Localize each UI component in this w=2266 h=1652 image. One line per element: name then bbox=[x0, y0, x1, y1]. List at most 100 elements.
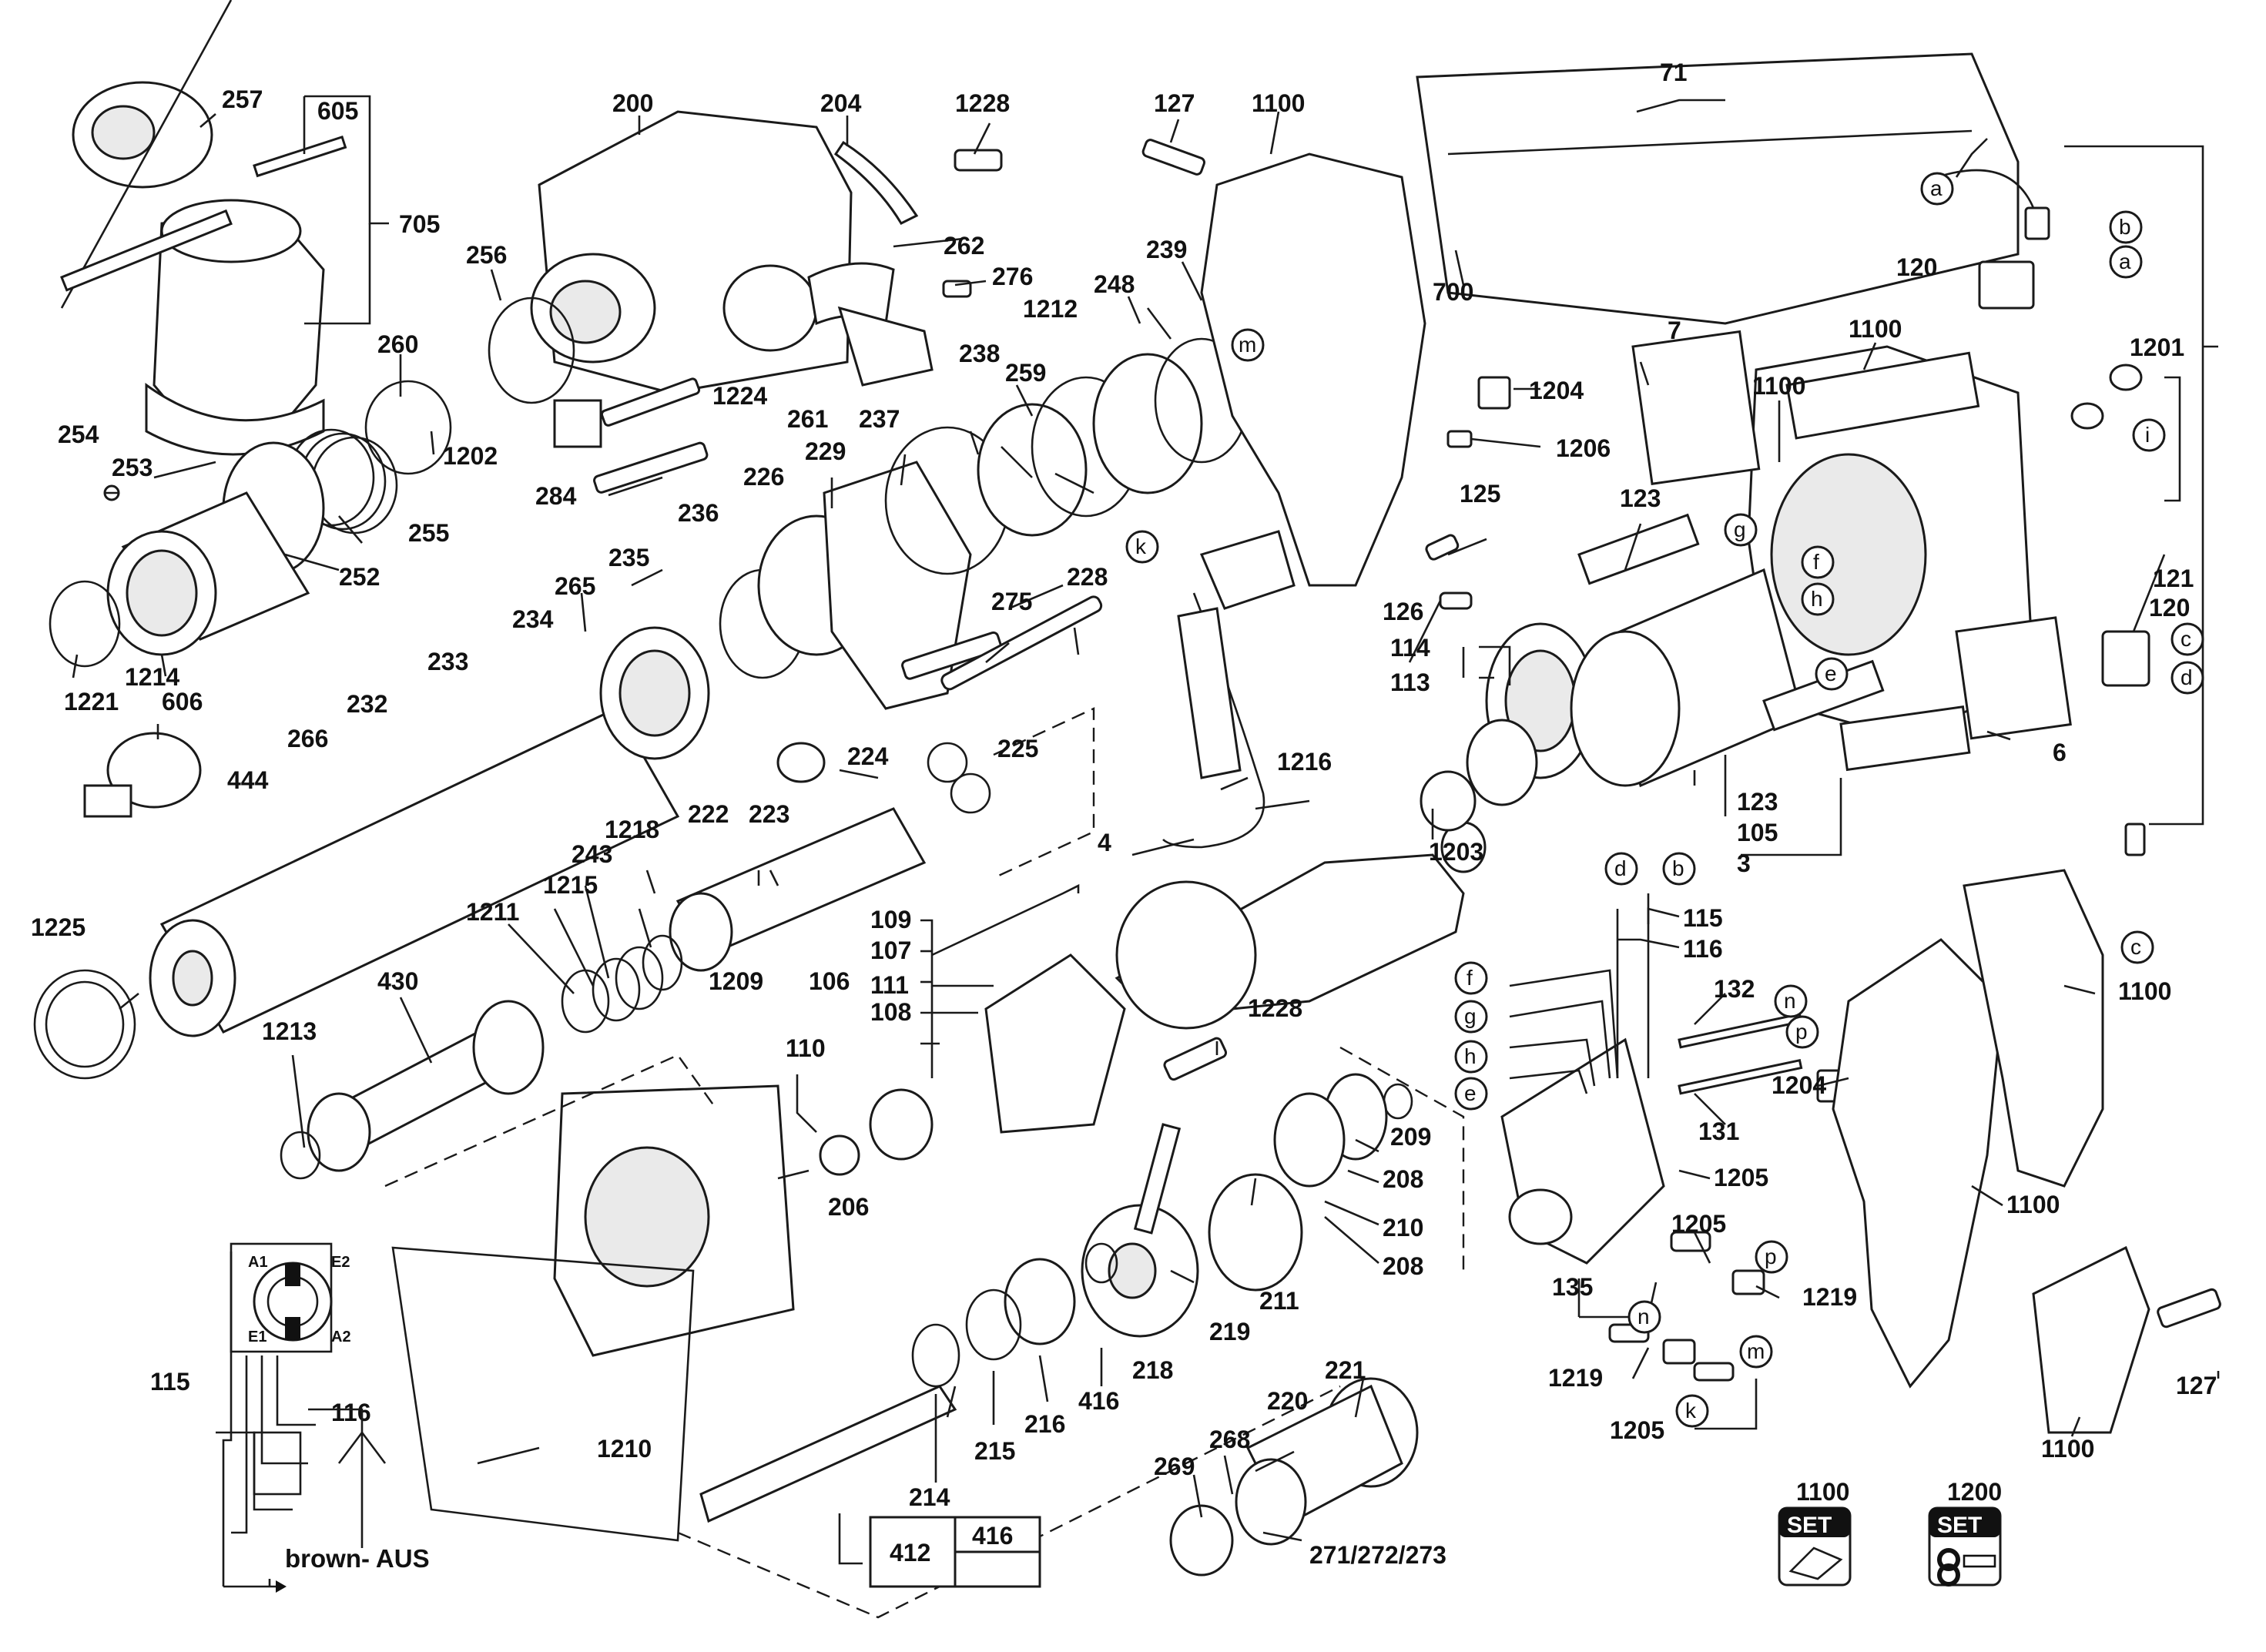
part-label: 211 bbox=[1259, 1287, 1299, 1315]
part-label: 214 bbox=[909, 1483, 950, 1511]
part-label: 248 bbox=[1094, 270, 1135, 298]
part-label: 252 bbox=[339, 563, 380, 591]
callout-a: a bbox=[1920, 172, 1954, 206]
svg-text:c: c bbox=[2181, 627, 2191, 651]
part-label: 233 bbox=[427, 648, 468, 675]
part-label: 260 bbox=[377, 330, 418, 358]
part-label: 1205 bbox=[1671, 1210, 1726, 1238]
callout-m: m bbox=[1739, 1335, 1773, 1369]
part-label: 221 bbox=[1325, 1356, 1366, 1384]
part-label: 229 bbox=[805, 437, 846, 465]
part-label: 262 bbox=[944, 232, 984, 260]
part-label: 276 bbox=[992, 263, 1033, 290]
terminal-e1-label: E1 bbox=[248, 1329, 266, 1345]
part-label: 120 bbox=[2149, 594, 2190, 622]
part-label: 1200 bbox=[1947, 1478, 2002, 1506]
part-label: 110 bbox=[786, 1034, 826, 1062]
part-label: 131 bbox=[1698, 1118, 1739, 1145]
svg-text:a: a bbox=[1930, 176, 1943, 200]
part-label: 1203 bbox=[1429, 838, 1483, 866]
part-label: 123 bbox=[1620, 484, 1661, 512]
callout-m: m bbox=[1231, 328, 1265, 362]
part-label: 1100 bbox=[1796, 1478, 1849, 1506]
svg-text:h: h bbox=[1464, 1044, 1477, 1068]
part-label: 1100 bbox=[2006, 1191, 2060, 1218]
leader-lines bbox=[72, 95, 2220, 1619]
callout-p: p bbox=[1785, 1015, 1819, 1049]
part-label: 430 bbox=[377, 967, 418, 995]
part-label: 1215 bbox=[543, 871, 598, 899]
callout-a: a bbox=[2109, 245, 2143, 279]
callout-c: c bbox=[2170, 622, 2204, 656]
part-label: 239 bbox=[1146, 236, 1187, 263]
part-label: 106 bbox=[809, 967, 850, 995]
part-label: 700 bbox=[1433, 278, 1473, 306]
part-label: 1213 bbox=[262, 1017, 317, 1045]
part-label: 216 bbox=[1024, 1410, 1065, 1438]
part-label: 1221 bbox=[64, 688, 119, 715]
part-label: 256 bbox=[466, 241, 507, 269]
part-label: 208 bbox=[1383, 1252, 1423, 1280]
part-label: 1219 bbox=[1548, 1364, 1603, 1392]
callout-c: c bbox=[2120, 930, 2154, 964]
callout-i: i bbox=[2132, 418, 2166, 452]
part-label: 1100 bbox=[1849, 315, 1902, 343]
part-label: 1228 bbox=[955, 89, 1010, 117]
svg-text:i: i bbox=[2145, 423, 2150, 447]
part-label: 1100 bbox=[2041, 1435, 2094, 1463]
callout-g: g bbox=[1724, 513, 1758, 547]
part-label: 1219 bbox=[1802, 1283, 1857, 1311]
handle-housing-part bbox=[1200, 152, 1426, 587]
part-label: 275 bbox=[991, 588, 1032, 615]
part-label: 1204 bbox=[1772, 1071, 1826, 1099]
callout-n: n bbox=[1774, 984, 1808, 1018]
part-label: 284 bbox=[535, 482, 577, 510]
svg-text:p: p bbox=[1795, 1020, 1808, 1044]
part-label: 266 bbox=[287, 725, 328, 752]
callout-f: f bbox=[1801, 545, 1835, 579]
callout-k: k bbox=[1675, 1394, 1709, 1428]
callout-b: b bbox=[1662, 852, 1696, 886]
part-label: 1216 bbox=[1277, 748, 1332, 776]
part-label: 127 bbox=[1154, 89, 1195, 117]
callout-e: e bbox=[1815, 657, 1849, 691]
part-label: 107 bbox=[870, 937, 911, 964]
part-label: 204 bbox=[820, 89, 862, 117]
handle-shell-part bbox=[1832, 938, 2004, 1389]
svg-text:b: b bbox=[1672, 856, 1684, 880]
handle-cover-part bbox=[2032, 1245, 2150, 1434]
part-label: 224 bbox=[847, 742, 889, 770]
part-label: 114 bbox=[1390, 634, 1430, 662]
svg-text:g: g bbox=[1734, 518, 1746, 541]
part-label: 1224 bbox=[712, 382, 767, 410]
part-label: 1201 bbox=[2130, 333, 2184, 361]
carrying-case-part bbox=[1416, 52, 2020, 325]
callout-b: b bbox=[2109, 210, 2143, 244]
callout-n: n bbox=[1627, 1300, 1661, 1334]
table-cell-416: 416 bbox=[972, 1522, 1013, 1550]
part-label: 268 bbox=[1209, 1426, 1250, 1453]
part-label: 127 bbox=[2176, 1372, 2217, 1399]
part-number-labels: 257 605 705 200 204 1228 127 1100 71 700… bbox=[31, 59, 2217, 1569]
part-label: 215 bbox=[974, 1437, 1015, 1465]
part-label: 416 bbox=[1078, 1387, 1119, 1415]
callout-e: e bbox=[1454, 1077, 1488, 1111]
part-label: 236 bbox=[678, 499, 719, 527]
svg-text:f: f bbox=[1467, 966, 1473, 990]
part-label: 220 bbox=[1267, 1387, 1308, 1415]
part-label: 226 bbox=[743, 463, 784, 491]
callout-f: f bbox=[1454, 961, 1488, 995]
terminal-e2-label: E2 bbox=[331, 1254, 350, 1271]
part-label: 254 bbox=[58, 421, 99, 448]
part-label: 1100 bbox=[1752, 372, 1805, 400]
svg-text:p: p bbox=[1765, 1245, 1777, 1268]
set-badge-1100: SET bbox=[1778, 1506, 1852, 1587]
part-label: 225 bbox=[997, 735, 1038, 762]
terminal-a2-label: A2 bbox=[331, 1329, 351, 1345]
part-label: 1210 bbox=[597, 1435, 652, 1463]
part-label: 4 bbox=[1098, 829, 1111, 856]
part-label: 253 bbox=[112, 454, 153, 481]
svg-text:d: d bbox=[2181, 665, 2193, 689]
part-label: 219 bbox=[1209, 1318, 1250, 1345]
